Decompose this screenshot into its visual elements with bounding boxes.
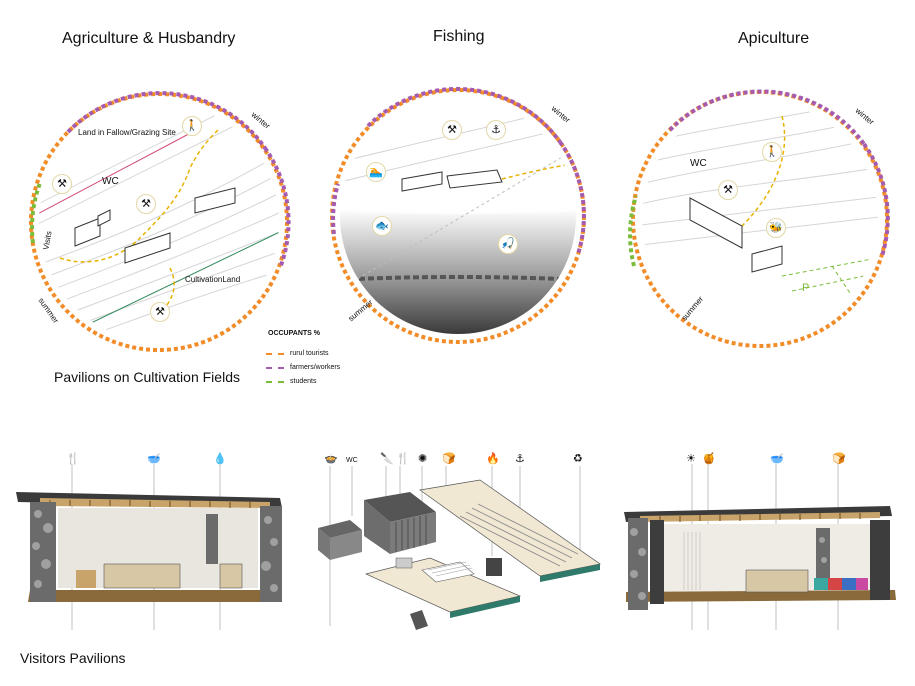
wc-icon: WC: [346, 457, 358, 464]
legend-item: students: [266, 378, 386, 388]
bread-icon: 🍞: [442, 453, 456, 465]
bread-icon: 🍞: [832, 453, 846, 465]
legend-swatch: [266, 353, 284, 355]
title-fishing: Fishing: [433, 28, 485, 45]
fish-icon: 🐟: [372, 216, 392, 236]
bowl-icon: 🥣: [770, 453, 784, 465]
hiker-icon: 🚶: [182, 116, 202, 136]
hiker-icon: 🚶: [762, 142, 782, 162]
label-parking: P: [802, 282, 810, 294]
sun-icon: ☀: [686, 453, 696, 465]
anchor-icon: ⚓: [515, 453, 525, 465]
section-cultivation: Pavilions on Cultivation Fields: [54, 369, 240, 385]
label-fallow: Land in Fallow/Grazing Site: [78, 128, 176, 137]
tools-icon: ⚒: [718, 180, 738, 200]
label-cultivation: CultivationLand: [185, 275, 241, 284]
tools-icon: ⚒: [150, 302, 170, 322]
legend-item: farmers/workers: [266, 364, 386, 374]
legend-swatch: [266, 367, 284, 369]
tools-icon: ⚒: [442, 120, 462, 140]
cutlery-icon: 🍴: [396, 453, 410, 465]
legend-label: farmers/workers: [290, 364, 341, 371]
anchor-icon: ⚓: [486, 120, 506, 140]
legend-item: rurul tourists: [266, 350, 386, 360]
legend-label: students: [290, 378, 317, 385]
legend-title: OCCUPANTS %: [268, 330, 320, 337]
bowl-icon: 🍲: [324, 453, 338, 465]
sun-icon: ✺: [418, 453, 428, 465]
knife-icon: 🔪: [380, 453, 394, 465]
drop-icon: 💧: [213, 453, 227, 465]
visitor-pavilion-left: 🍴 🥣 💧: [10, 450, 300, 640]
agriculture-circle-diagram: Land in Fallow/Grazing Site CultivationL…: [29, 88, 291, 356]
bowl-icon: 🥣: [147, 453, 161, 465]
section-visitors: Visitors Pavilions: [20, 650, 126, 666]
fire-icon: 🔥: [486, 453, 500, 465]
title-agriculture: Agriculture & Husbandry: [62, 30, 236, 47]
cutlery-icon: 🍴: [66, 453, 80, 465]
swimmer-icon: 🏊: [366, 162, 386, 182]
recycle-icon: ♻: [573, 453, 583, 465]
label-wc: WC: [690, 158, 707, 169]
apiculture-circle-diagram: winter summer WC P 🚶 ⚒ 🐝: [628, 86, 890, 352]
legend-swatch: [266, 381, 284, 383]
title-apiculture: Apiculture: [738, 30, 810, 47]
bee-hive-icon: 🐝: [766, 218, 786, 238]
visitor-pavilion-center: 🍲 WC 🔪 🍴 ✺ 🍞 🔥 ⚓ ♻: [310, 446, 610, 642]
tools-icon: ⚒: [52, 174, 72, 194]
honey-icon: 🍯: [702, 453, 716, 465]
tools-icon: ⚒: [136, 194, 156, 214]
fish-icon: 🎣: [498, 234, 518, 254]
visitor-pavilion-right: ☀ 🍯 🥣 🍞: [620, 450, 905, 640]
fishing-circle-diagram: winter summer ⚒ ⚓ 🏊 🐟 🎣: [330, 84, 586, 348]
legend: rurul tourists farmers/workers students: [266, 346, 386, 392]
label-wc: WC: [102, 176, 119, 187]
legend-label: rurul tourists: [290, 350, 329, 357]
